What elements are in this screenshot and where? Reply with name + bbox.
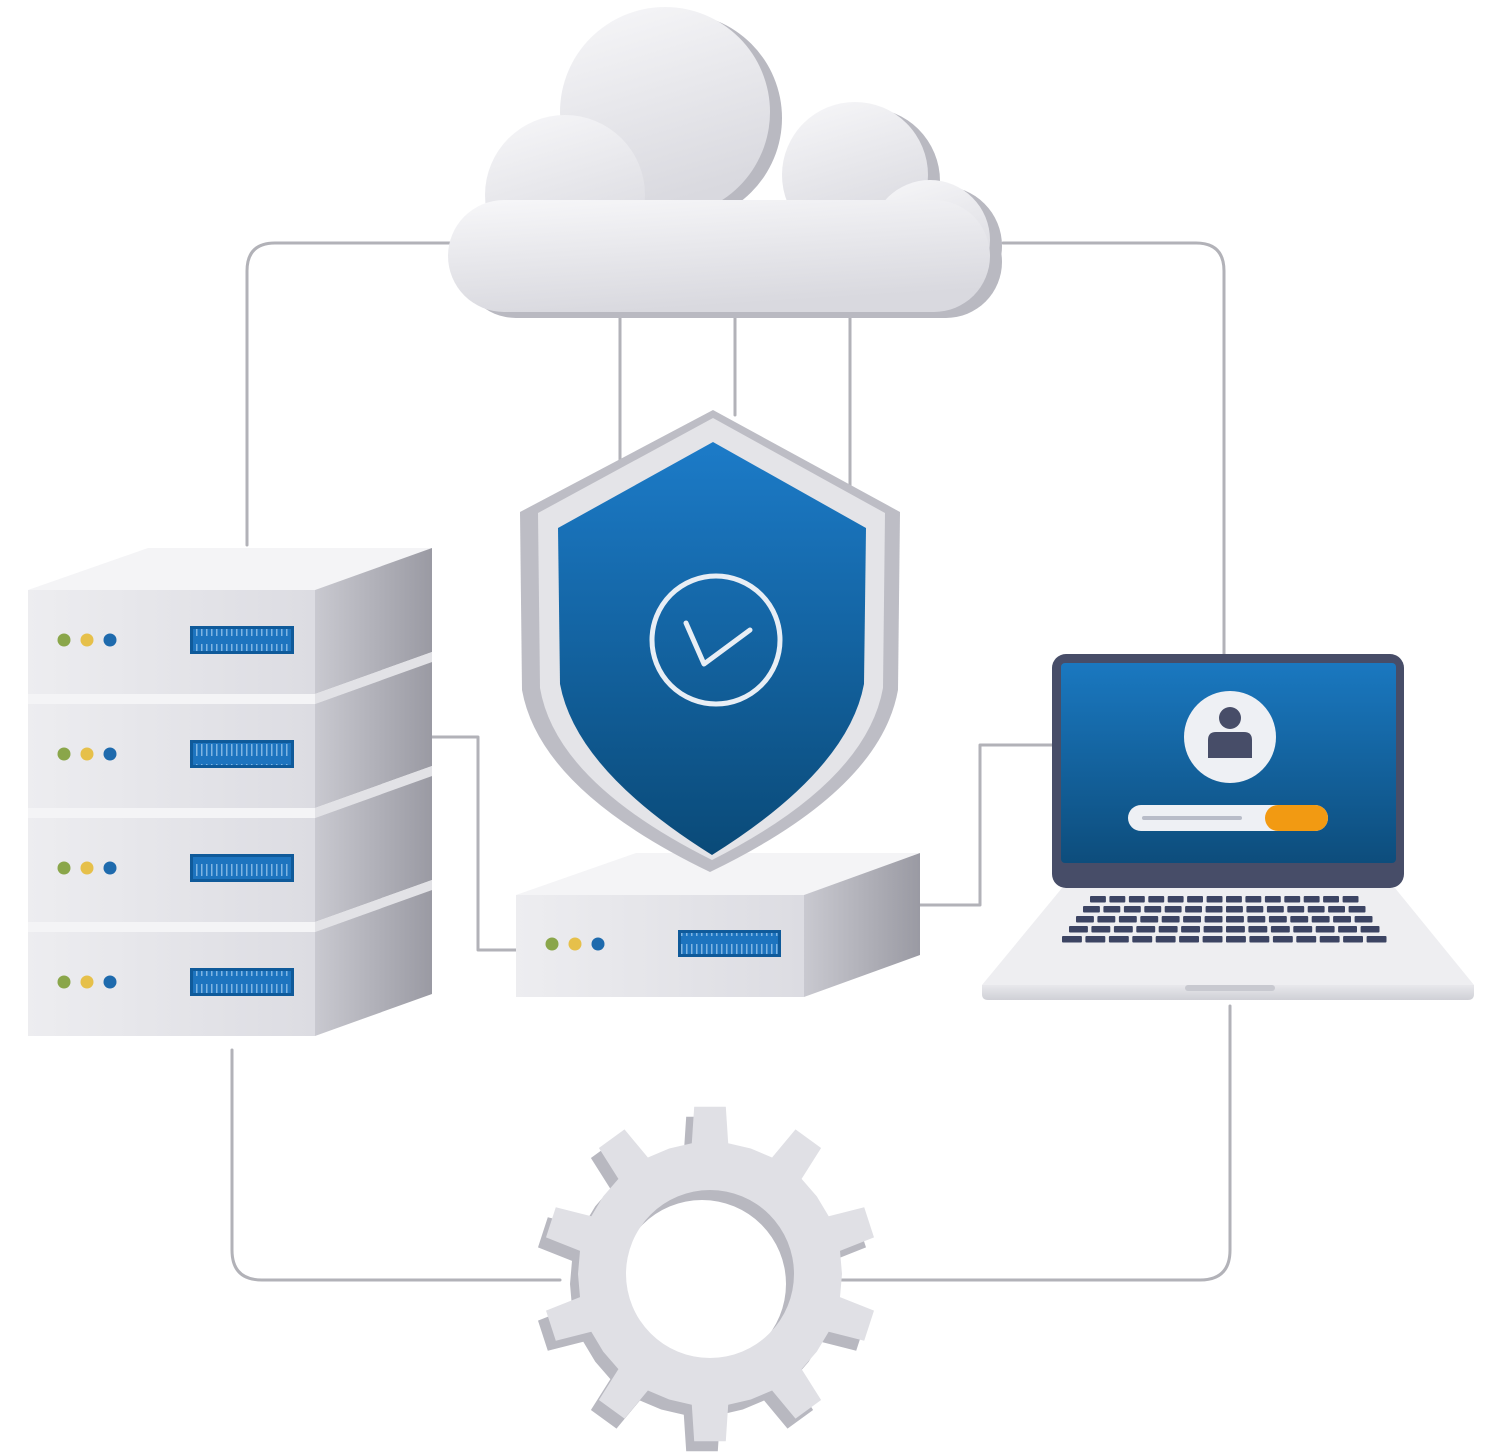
status-led-green: [57, 633, 71, 647]
laptop-login-icon: [982, 654, 1474, 1000]
status-led-yellow: [80, 861, 94, 875]
server-unit: [28, 662, 432, 818]
server-icon: [516, 853, 920, 997]
login-progress-bar: [1128, 805, 1328, 831]
connector-laptop-gear: [828, 1004, 1232, 1282]
connector-rack-gear: [230, 1048, 562, 1282]
connector-rack-firewall: [430, 735, 518, 952]
firewall-server: [516, 410, 920, 997]
status-led-blue: [103, 747, 117, 761]
connector-cloud-rack: [245, 241, 454, 547]
status-led-blue: [103, 975, 117, 989]
status-led-green: [57, 861, 71, 875]
server-unit: [28, 890, 432, 1036]
checkmark-icon: [683, 620, 753, 667]
rack-top: [28, 548, 432, 590]
connector-lines: [230, 241, 1232, 1282]
server-rack-icon: [28, 548, 432, 1036]
connector-firewall-laptop: [918, 743, 1054, 907]
status-led-blue: [103, 861, 117, 875]
status-led-yellow: [80, 633, 94, 647]
shield-check-icon: [520, 410, 900, 872]
user-avatar-icon: [1184, 691, 1276, 783]
status-led-green: [57, 747, 71, 761]
status-led-blue: [103, 633, 117, 647]
keyboard: [1062, 896, 1387, 943]
server-unit: [28, 548, 432, 704]
status-led-yellow: [80, 747, 94, 761]
connector-cloud-laptop: [1001, 241, 1226, 657]
gear-icon: [538, 1106, 874, 1452]
cloud-icon: [448, 7, 1002, 318]
status-led-green: [57, 975, 71, 989]
status-led-yellow: [80, 975, 94, 989]
server-unit: [28, 776, 432, 932]
